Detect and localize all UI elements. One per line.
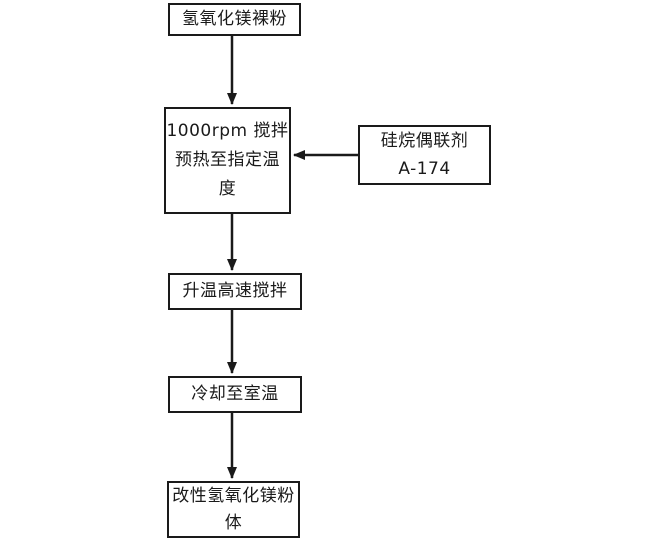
flow-box-label: 预热至指定温 xyxy=(175,150,280,170)
flow-box-cool-room-temp: 冷却至室温 xyxy=(168,376,302,413)
flow-box-label: 氢氧化镁裸粉 xyxy=(182,9,287,29)
flow-box-label: A-174 xyxy=(398,159,451,179)
flow-box-modified-powder: 改性氢氧化镁粉 体 xyxy=(167,481,300,538)
flow-box-label: 改性氢氧化镁粉 xyxy=(172,485,295,506)
flow-box-raw-powder: 氢氧化镁裸粉 xyxy=(168,3,301,36)
flow-box-label: 度 xyxy=(218,179,237,199)
flow-box-label: 1000rpm 搅拌 xyxy=(166,121,289,141)
flow-box-label: 升温高速搅拌 xyxy=(182,281,288,301)
flow-box-heatup-stir: 升温高速搅拌 xyxy=(168,273,302,310)
flow-box-preheat-stir: 1000rpm 搅拌 预热至指定温 度 xyxy=(164,107,291,214)
flow-box-label: 体 xyxy=(224,512,243,533)
flow-box-label: 冷却至室温 xyxy=(191,384,279,404)
flow-box-label: 硅烷偶联剂 xyxy=(380,131,469,151)
flow-box-silane-coupling-agent: 硅烷偶联剂 A-174 xyxy=(358,125,491,185)
